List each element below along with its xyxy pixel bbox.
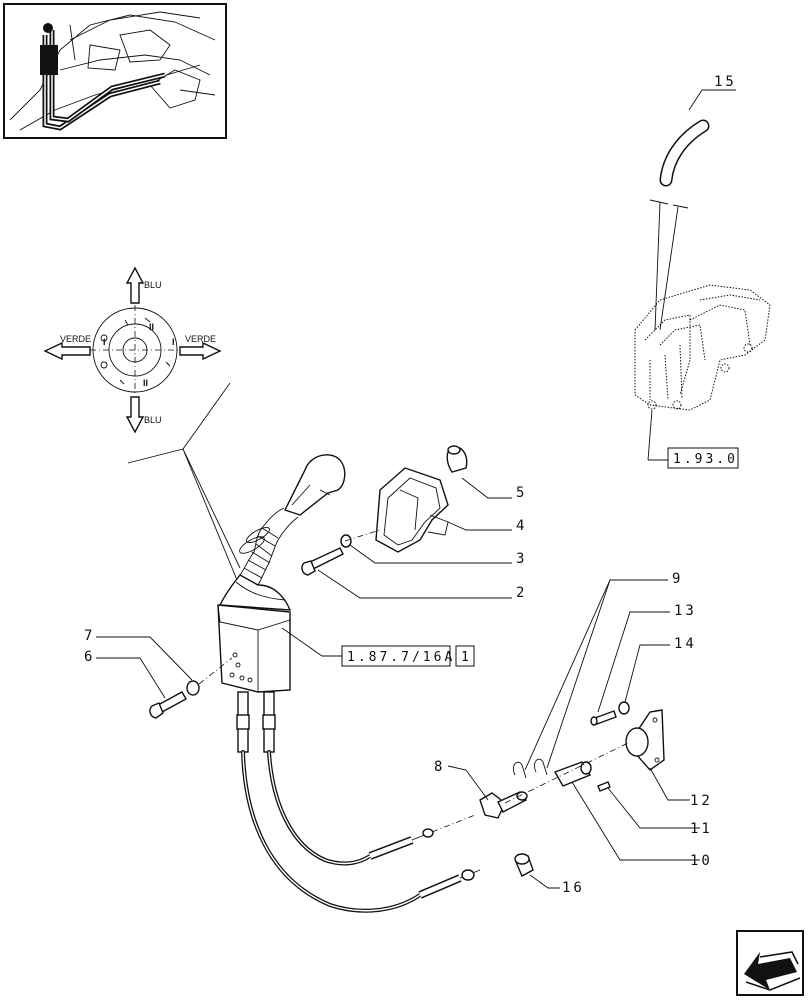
arrow-up-icon	[125, 266, 145, 304]
callout-11: 11	[690, 821, 713, 837]
blu-top-label: BLU	[144, 280, 162, 290]
pos-1-left-label: I	[103, 337, 106, 347]
part-10-connector[interactable]	[553, 761, 592, 787]
ref-joystick-item: 1	[461, 650, 472, 665]
callout-4: 4	[516, 518, 527, 534]
pos-1-right-label: I	[172, 337, 175, 347]
callout-6: 6	[84, 649, 95, 665]
callout-2: 2	[516, 585, 527, 601]
callout-5: 5	[516, 485, 527, 501]
part-13-screw[interactable]	[590, 710, 617, 726]
callout-15: 15	[714, 74, 737, 90]
ref-joystick-box[interactable]: 1.87.7/16A 1	[341, 645, 475, 667]
part-2-bolt[interactable]	[301, 547, 344, 576]
part-16-bushing[interactable]	[514, 853, 534, 877]
pos-2-top-label: II	[149, 322, 154, 332]
callout-7: 7	[84, 628, 95, 644]
part-15-tube[interactable]	[659, 89, 736, 187]
part-7-washer[interactable]	[186, 680, 200, 696]
direction-diagram: BLU BLU VERDE VERDE I I II II	[43, 266, 222, 434]
verde-left-label: VERDE	[60, 334, 91, 344]
callout-8: 8	[434, 759, 445, 775]
part-14-washer[interactable]	[618, 701, 630, 715]
part-11-pin[interactable]	[597, 781, 611, 792]
callout-9: 9	[672, 571, 683, 587]
part-6-bolt[interactable]	[149, 691, 187, 719]
part-5-pin[interactable]	[446, 445, 468, 473]
part-1-joystick[interactable]	[217, 454, 346, 753]
blu-bottom-label: BLU	[144, 415, 162, 425]
arrow-down-icon	[125, 396, 145, 434]
callout-10: 10	[690, 853, 713, 869]
part-12-flange[interactable]	[625, 709, 665, 771]
arrow-right-icon	[179, 341, 222, 361]
verde-right-label: VERDE	[185, 334, 216, 344]
callout-16: 16	[562, 880, 585, 896]
ref-console-box[interactable]: 1.93.0	[667, 447, 739, 469]
ref-console-text: 1.93.0	[673, 452, 738, 467]
pos-2-bottom-label: II	[143, 378, 148, 388]
callout-3: 3	[516, 551, 527, 567]
arrow-left-icon	[43, 341, 91, 361]
part-9-clips[interactable]	[512, 758, 548, 779]
callout-14: 14	[674, 636, 697, 652]
leader-lines	[96, 477, 700, 889]
console-phantom	[634, 199, 771, 461]
control-cables[interactable]	[241, 750, 481, 913]
cab-thumbnail-icon[interactable]	[3, 3, 227, 139]
part-8-clevis[interactable]	[479, 791, 528, 819]
callout-12: 12	[690, 793, 713, 809]
part-4-bracket[interactable]	[375, 467, 449, 553]
callout-13: 13	[674, 603, 697, 619]
ref-joystick-text: 1.87.7/16A	[347, 650, 455, 665]
next-page-arrow-icon[interactable]	[736, 930, 804, 996]
